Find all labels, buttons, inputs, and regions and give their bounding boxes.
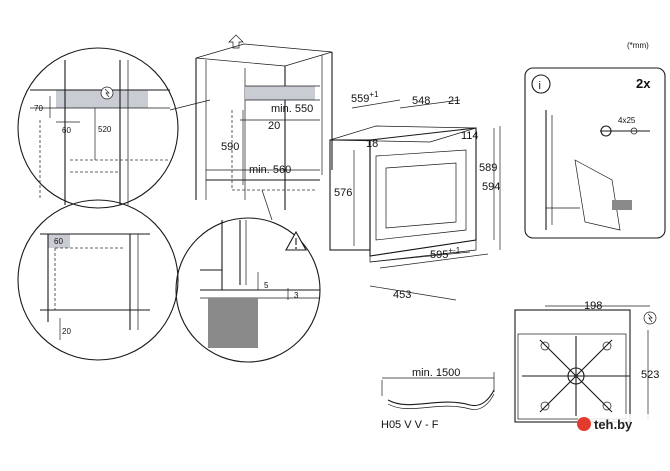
count-label: 2x — [636, 76, 651, 91]
dim-18: 18 — [366, 138, 378, 150]
detail-circle-bottom-center: 5 3 — [175, 217, 321, 363]
dim-60-top: 60 — [62, 126, 71, 135]
dim-70: 70 — [34, 104, 43, 113]
svg-text:teh.by: teh.by — [594, 417, 633, 432]
cable-type-label: H05 V V - F — [381, 419, 439, 431]
dim-520: 520 — [98, 125, 112, 134]
cable-min-length: min. 1500 — [412, 367, 460, 379]
leader-line — [261, 189, 273, 221]
cabinet-niche: min. 550 20 590 min. 560 — [195, 34, 333, 210]
dim-20-mid: 20 — [268, 120, 280, 132]
power-cable: min. 1500 H05 V V - F — [381, 367, 495, 431]
dim-594: 594 — [482, 181, 500, 193]
dim-min-560: min. 560 — [249, 164, 291, 176]
detail-circle-bottom-left: 60 20 — [17, 199, 179, 361]
detail-circle-top-left: 70 60 520 — [17, 47, 179, 209]
svg-text:i: i — [539, 80, 541, 92]
dim-3: 3 — [294, 291, 299, 300]
power-plug-icon — [643, 311, 657, 325]
watermark: teh.by — [577, 414, 660, 434]
dim-198: 198 — [584, 300, 602, 312]
fixing-detail-box: i 2x 4x25 — [524, 67, 666, 239]
dim-453: 453 — [393, 289, 411, 301]
dim-114: 114 — [461, 130, 479, 142]
screw-size-label: 4x25 — [618, 116, 636, 125]
dim-523: 523 — [641, 369, 659, 381]
dim-548: 548 — [412, 95, 430, 107]
dim-589: 589 — [479, 162, 497, 174]
dim-559: 559+1 — [351, 90, 379, 105]
dim-5: 5 — [264, 281, 269, 290]
info-icon: i — [531, 74, 551, 94]
up-arrow-icon — [228, 34, 244, 49]
leader-line — [169, 99, 211, 111]
dim-595: 595+-1 — [430, 246, 461, 261]
dim-min-550: min. 550 — [271, 103, 313, 115]
dim-60-box: 60 — [54, 237, 63, 246]
oven-drawing: 559+1 548 21 18 114 576 589 594 595+-1 4… — [329, 90, 500, 301]
power-plug-icon — [100, 86, 114, 100]
dim-576: 576 — [334, 187, 352, 199]
dim-590: 590 — [221, 141, 239, 153]
warning-triangle-icon — [285, 230, 307, 251]
dim-20-bottom: 20 — [62, 327, 71, 336]
units-note: (*mm) — [627, 41, 649, 50]
hob-top-view: 198 523 — [514, 300, 659, 423]
